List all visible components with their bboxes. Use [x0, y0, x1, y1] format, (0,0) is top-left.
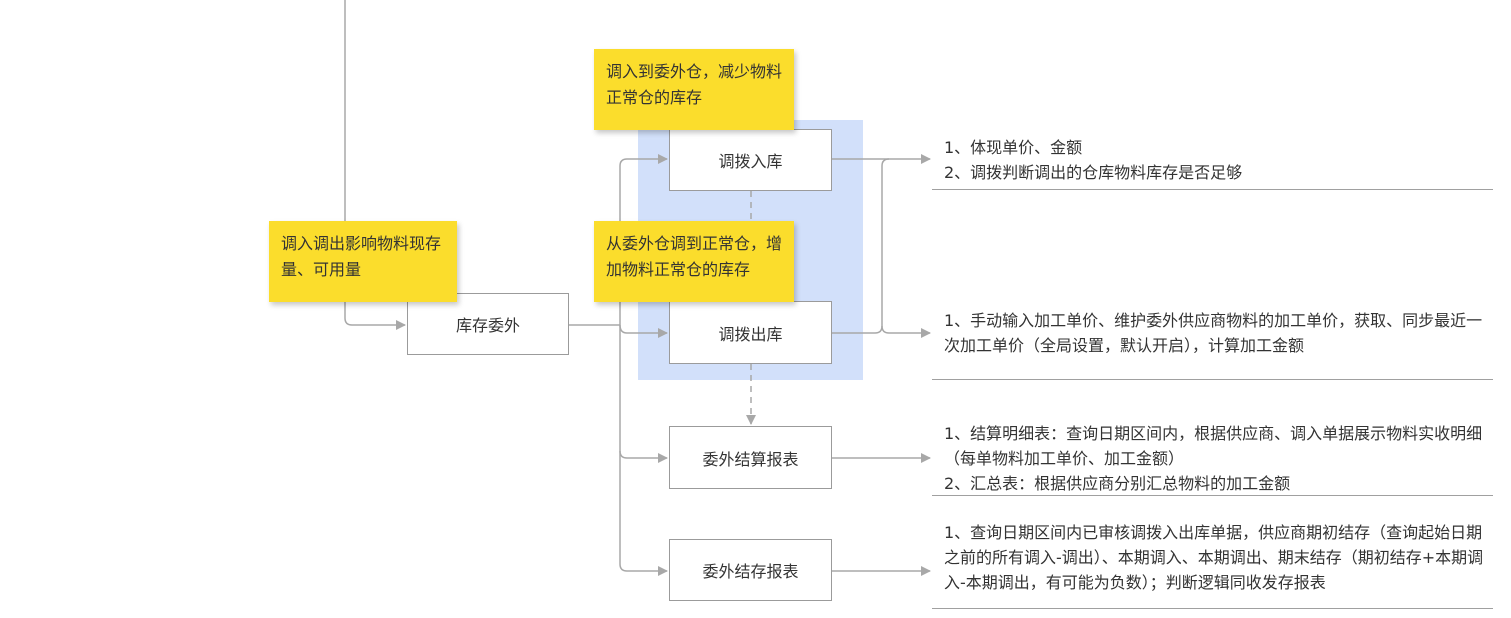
note-transfer-in: 1、体现单价、金额 2、调拨判断调出的仓库物料库存是否足够: [944, 135, 1492, 185]
note-stock-report: 1、查询日期区间内已审核调拨入出库单据，供应商期初结存（查询起始日期之前的所有调…: [944, 520, 1492, 595]
note-line: 2、调拨判断调出的仓库物料库存是否足够: [944, 163, 1243, 182]
node-stock-outsource[interactable]: 库存委外: [407, 293, 569, 355]
note-divider: [932, 495, 1493, 496]
connector-bus-to-transfer-in: [619, 154, 668, 325]
node-settlement-report[interactable]: 委外结算报表: [669, 426, 832, 489]
connector-bus-to-stock-report: [619, 451, 668, 576]
node-transfer-out[interactable]: 调拨出库: [669, 301, 832, 364]
node-transfer-in[interactable]: 调拨入库: [669, 129, 832, 191]
note-divider: [932, 608, 1493, 609]
note-divider: [932, 189, 1493, 190]
sticky-to-outsource[interactable]: 调入到委外仓，减少物料正常仓的库存: [594, 49, 794, 130]
note-transfer-out: 1、手动输入加工单价、维护委外供应商物料的加工单价，获取、同步最近一次加工单价（…: [944, 308, 1492, 358]
node-stock-report[interactable]: 委外结存报表: [669, 539, 832, 601]
note-line: 1、查询日期区间内已审核调拨入出库单据，供应商期初结存（查询起始日期之前的所有调…: [944, 523, 1484, 592]
sticky-from-outsource[interactable]: 从委外仓调到正常仓，增加物料正常仓的库存: [594, 221, 794, 302]
connector-bus-to-transfer-out: [619, 324, 668, 338]
note-line: 1、结算明细表：查询日期区间内，根据供应商、调入单据展示物料实收明细（每单物料加…: [944, 424, 1483, 468]
connector-bus-to-settlement: [619, 325, 668, 463]
connector-transfer-out-to-note: [881, 325, 931, 338]
note-line: 2、汇总表：根据供应商分别汇总物料的加工金额: [944, 474, 1291, 493]
note-settlement-report: 1、结算明细表：查询日期区间内，根据供应商、调入单据展示物料实收明细（每单物料加…: [944, 421, 1492, 496]
note-line: 1、手动输入加工单价、维护委外供应商物料的加工单价，获取、同步最近一次加工单价（…: [944, 311, 1483, 355]
note-divider: [932, 379, 1493, 380]
connector-root-to-stock: [344, 0, 406, 330]
connector-transfer-out-to-merge: [832, 158, 890, 334]
note-line: 1、体现单价、金额: [944, 138, 1083, 157]
sticky-affect-stock[interactable]: 调入调出影响物料现存量、可用量: [269, 221, 457, 302]
